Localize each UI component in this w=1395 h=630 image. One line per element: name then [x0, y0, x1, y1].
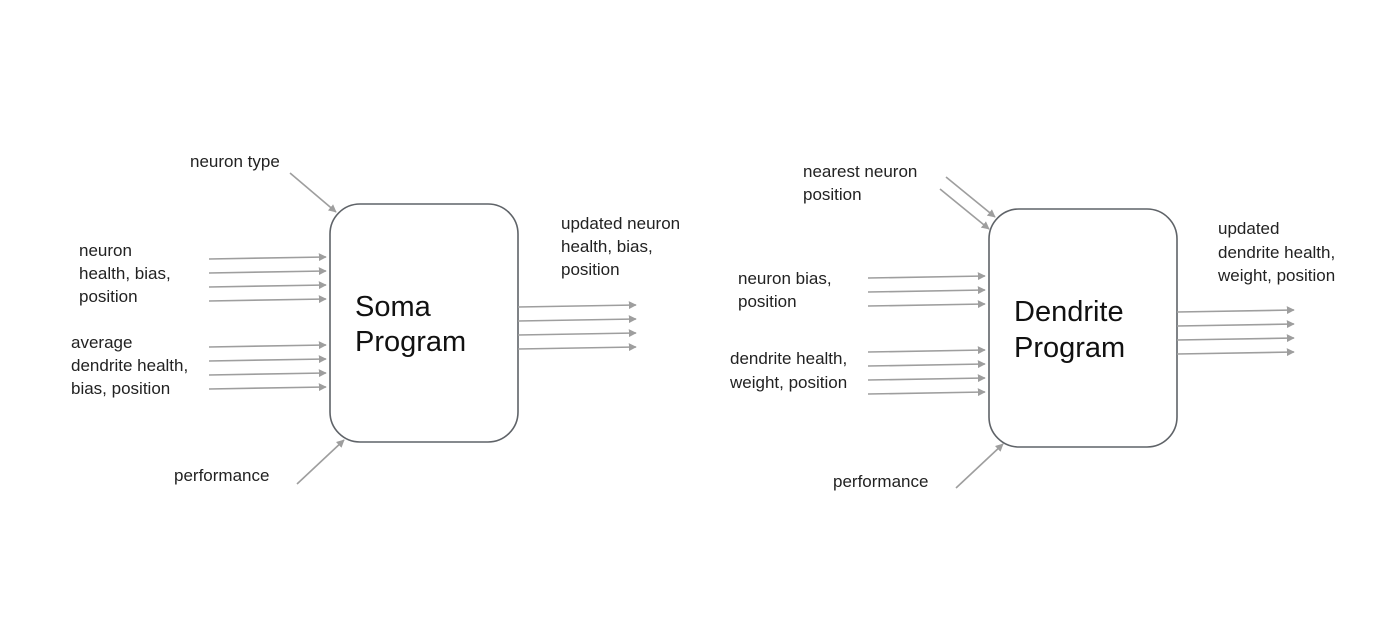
- label-line: nearest neuron: [803, 162, 917, 181]
- input-arrow: [208, 295, 327, 304]
- label-line: health, bias,: [79, 264, 171, 283]
- label-line: dendrite health,: [71, 356, 188, 375]
- label-line: updated: [1218, 219, 1279, 238]
- input-arrow: [867, 360, 986, 369]
- input-arrow: [945, 176, 996, 218]
- label-line: performance: [833, 472, 928, 491]
- input-arrow: [208, 281, 327, 290]
- label-line: neuron: [79, 241, 132, 260]
- label-line: neuron bias,: [738, 269, 832, 288]
- soma-title-line: Soma: [355, 291, 432, 323]
- dendrite-input-neuron-bias-label: neuron bias, position: [738, 269, 836, 311]
- output-arrow: [517, 315, 637, 324]
- dendrite-neuron-bias-arrows: [867, 272, 986, 309]
- dendrite-input-dendrite-health-label: dendrite health, weight, position: [729, 349, 852, 392]
- input-arrow: [208, 253, 327, 262]
- input-arrow: [939, 188, 990, 230]
- soma-input-neuron-health-label: neuron health, bias, position: [79, 241, 175, 306]
- soma-performance-arrow: [296, 439, 345, 485]
- label-line: position: [803, 185, 862, 204]
- label-line: updated neuron: [561, 214, 680, 233]
- input-arrow: [208, 369, 327, 378]
- input-arrow: [208, 267, 327, 276]
- label-line: neuron type: [190, 152, 280, 171]
- dendrite-input-performance-label: performance: [833, 472, 928, 491]
- dendrite-nearest-neuron-arrows: [939, 176, 996, 230]
- dendrite-title-line: Dendrite: [1014, 296, 1124, 328]
- label-line: weight, position: [729, 373, 847, 392]
- label-line: performance: [174, 466, 269, 485]
- input-arrow: [867, 300, 986, 309]
- label-line: dendrite health,: [1218, 243, 1335, 262]
- soma-neuron-type-arrow: [289, 172, 337, 213]
- dendrite-input-nearest-neuron-label: nearest neuron position: [803, 162, 922, 204]
- label-line: dendrite health,: [730, 349, 847, 368]
- input-arrow: [208, 355, 327, 364]
- output-arrow: [517, 329, 637, 338]
- soma-average-dendrite-arrows: [208, 341, 327, 392]
- soma-program-title: Soma Program: [355, 291, 466, 358]
- output-arrow: [1176, 320, 1295, 329]
- label-line: position: [79, 287, 138, 306]
- dendrite-output-label: updated dendrite health, weight, positio…: [1217, 219, 1340, 285]
- soma-program: Soma Program neuron type neuron health, …: [71, 152, 685, 485]
- label-line: average: [71, 333, 132, 352]
- input-arrow: [208, 341, 327, 350]
- output-arrow: [517, 343, 637, 352]
- label-line: position: [561, 260, 620, 279]
- input-arrow: [867, 286, 986, 295]
- input-arrow: [867, 346, 986, 355]
- dendrite-title-line: Program: [1014, 332, 1125, 364]
- label-line: weight, position: [1217, 266, 1335, 285]
- soma-program-box: [329, 203, 519, 443]
- soma-input-performance-label: performance: [174, 466, 269, 485]
- soma-output-label: updated neuron health, bias, position: [561, 214, 685, 279]
- dendrite-program-title: Dendrite Program: [1014, 296, 1132, 364]
- soma-title-line: Program: [355, 326, 466, 358]
- output-arrow: [517, 301, 637, 310]
- label-line: bias, position: [71, 379, 170, 398]
- dendrite-program-box: [988, 208, 1178, 448]
- label-line: health, bias,: [561, 237, 653, 256]
- dendrite-dendrite-health-arrows: [867, 346, 986, 397]
- soma-input-neuron-type-label: neuron type: [190, 152, 280, 171]
- label-line: position: [738, 292, 797, 311]
- output-arrow: [1176, 306, 1295, 315]
- output-arrow: [1176, 334, 1295, 343]
- input-arrow: [867, 272, 986, 281]
- input-arrow: [867, 374, 986, 383]
- dendrite-program: Dendrite Program nearest neuron position…: [729, 162, 1340, 491]
- soma-input-average-dendrite-label: average dendrite health, bias, position: [71, 333, 193, 398]
- soma-output-arrows: [517, 301, 637, 352]
- input-arrow: [867, 388, 986, 397]
- dendrite-output-arrows: [1176, 306, 1295, 357]
- input-arrow: [208, 383, 327, 392]
- output-arrow: [1176, 348, 1295, 357]
- soma-neuron-health-arrows: [208, 253, 327, 304]
- dendrite-performance-arrow: [955, 443, 1004, 489]
